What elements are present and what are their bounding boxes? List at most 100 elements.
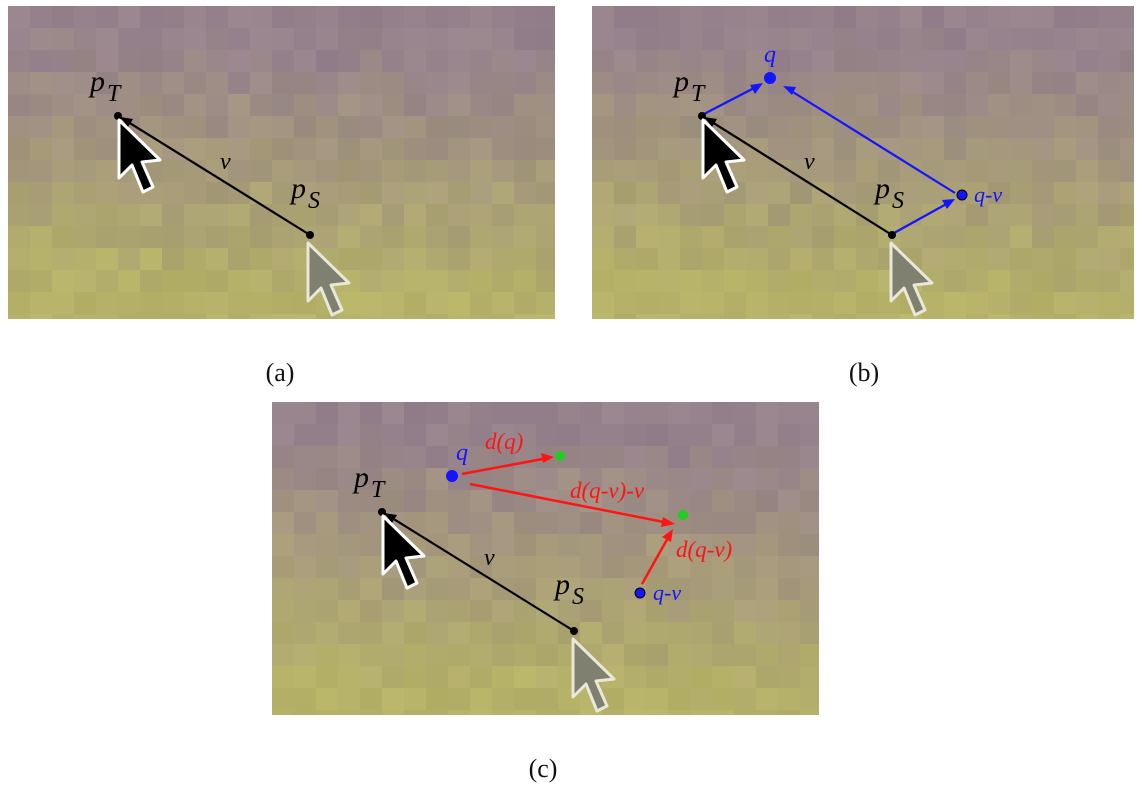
pixel-tile bbox=[470, 204, 492, 226]
pixel-tile bbox=[162, 226, 184, 248]
pixel-tile bbox=[878, 28, 900, 50]
pixel-tile bbox=[272, 116, 294, 138]
pixel-tile bbox=[680, 204, 702, 226]
pixel-tile bbox=[944, 72, 966, 94]
pixel-tile bbox=[404, 446, 426, 468]
pixel-tile bbox=[492, 688, 514, 710]
pixel-tile bbox=[746, 28, 768, 50]
pixel-tile bbox=[1054, 248, 1076, 270]
pixel-tile bbox=[536, 424, 558, 446]
pixel-tile bbox=[746, 6, 768, 28]
pixel-tile bbox=[702, 182, 724, 204]
pixel-tile bbox=[8, 182, 30, 204]
pixel-tile bbox=[602, 600, 624, 622]
pixel-tile bbox=[206, 94, 228, 116]
pixel-tile bbox=[646, 578, 668, 600]
pixel-tile bbox=[966, 314, 988, 319]
pixel-tile bbox=[492, 600, 514, 622]
pixel-tile bbox=[184, 138, 206, 160]
pixel-tile bbox=[834, 138, 856, 160]
pixel-tile bbox=[492, 138, 514, 160]
pixel-tile bbox=[492, 116, 514, 138]
pixel-tile bbox=[602, 622, 624, 644]
pixel-tile bbox=[724, 292, 746, 314]
pixel-tile bbox=[812, 28, 834, 50]
pixel-tile bbox=[250, 314, 272, 319]
pixel-tile bbox=[756, 512, 778, 534]
pixel-tile bbox=[1076, 6, 1098, 28]
pixel-tile bbox=[856, 28, 878, 50]
pixel-tile bbox=[592, 138, 614, 160]
pixel-tile bbox=[1098, 292, 1120, 314]
pixel-tile bbox=[668, 534, 690, 556]
pixel-tile bbox=[580, 622, 602, 644]
pixel-tile bbox=[658, 94, 680, 116]
pixel-tile bbox=[746, 204, 768, 226]
pixel-tile bbox=[1054, 94, 1076, 116]
pixel-tile bbox=[668, 666, 690, 688]
pixel-tile bbox=[1076, 270, 1098, 292]
pixel-tile bbox=[448, 94, 470, 116]
pixel-tile bbox=[1120, 28, 1134, 50]
panel-a: pT v pS bbox=[8, 6, 555, 319]
pixel-tile bbox=[878, 6, 900, 28]
pixel-tile bbox=[426, 556, 448, 578]
cursor-target-icon bbox=[117, 118, 162, 194]
pixel-tile bbox=[658, 72, 680, 94]
pixel-tile bbox=[8, 204, 30, 226]
pixel-tile bbox=[624, 600, 646, 622]
pixel-tile bbox=[944, 314, 966, 319]
pixel-tile bbox=[1010, 50, 1032, 72]
pixel-tile bbox=[536, 490, 558, 512]
pixel-tile bbox=[360, 94, 382, 116]
pixel-tile bbox=[658, 270, 680, 292]
pixel-tile bbox=[316, 138, 338, 160]
pixel-tile bbox=[988, 94, 1010, 116]
pixel-tile bbox=[338, 116, 360, 138]
pixel-tile bbox=[426, 292, 448, 314]
pixel-tile bbox=[746, 94, 768, 116]
pixel-tile bbox=[426, 424, 448, 446]
pixel-tile bbox=[922, 116, 944, 138]
pixel-tile bbox=[756, 622, 778, 644]
pixel-tile bbox=[404, 270, 426, 292]
blue-arrow-pT-to-q bbox=[703, 85, 759, 115]
pixel-tile bbox=[96, 116, 118, 138]
pixel-tile bbox=[768, 138, 790, 160]
pixel-tile bbox=[624, 424, 646, 446]
pixel-tile bbox=[1010, 6, 1032, 28]
pixel-tile bbox=[1098, 94, 1120, 116]
pixel-tile bbox=[1054, 226, 1076, 248]
pixel-tile bbox=[1120, 6, 1134, 28]
pixel-tile bbox=[834, 50, 856, 72]
pixel-tile bbox=[658, 50, 680, 72]
pixel-tile bbox=[74, 116, 96, 138]
pixel-tile bbox=[536, 512, 558, 534]
pixel-tile bbox=[470, 600, 492, 622]
pixel-tile bbox=[448, 314, 470, 319]
pixel-tile bbox=[734, 644, 756, 666]
pixel-tile bbox=[162, 314, 184, 319]
pixel-tile bbox=[724, 6, 746, 28]
pixel-tile bbox=[856, 182, 878, 204]
vector-v-arrowhead bbox=[384, 513, 397, 523]
pixel-tile bbox=[746, 116, 768, 138]
pixel-tile bbox=[470, 160, 492, 182]
pixel-tile bbox=[690, 688, 712, 710]
pixel-tile bbox=[426, 512, 448, 534]
pixel-tile bbox=[492, 94, 514, 116]
pixel-tile bbox=[856, 204, 878, 226]
pixel-tile bbox=[140, 94, 162, 116]
pixel-tile bbox=[712, 490, 734, 512]
pixel-tile bbox=[636, 116, 658, 138]
pixel-tile bbox=[712, 688, 734, 710]
pixel-tile bbox=[404, 688, 426, 710]
pixel-tile bbox=[514, 314, 536, 319]
pixel-tile bbox=[316, 622, 338, 644]
pixel-tile bbox=[514, 666, 536, 688]
pixel-tile bbox=[338, 666, 360, 688]
pixel-tile bbox=[668, 402, 690, 424]
pixel-tile bbox=[272, 50, 294, 72]
pixel-tile bbox=[624, 402, 646, 424]
pixel-tile bbox=[360, 160, 382, 182]
